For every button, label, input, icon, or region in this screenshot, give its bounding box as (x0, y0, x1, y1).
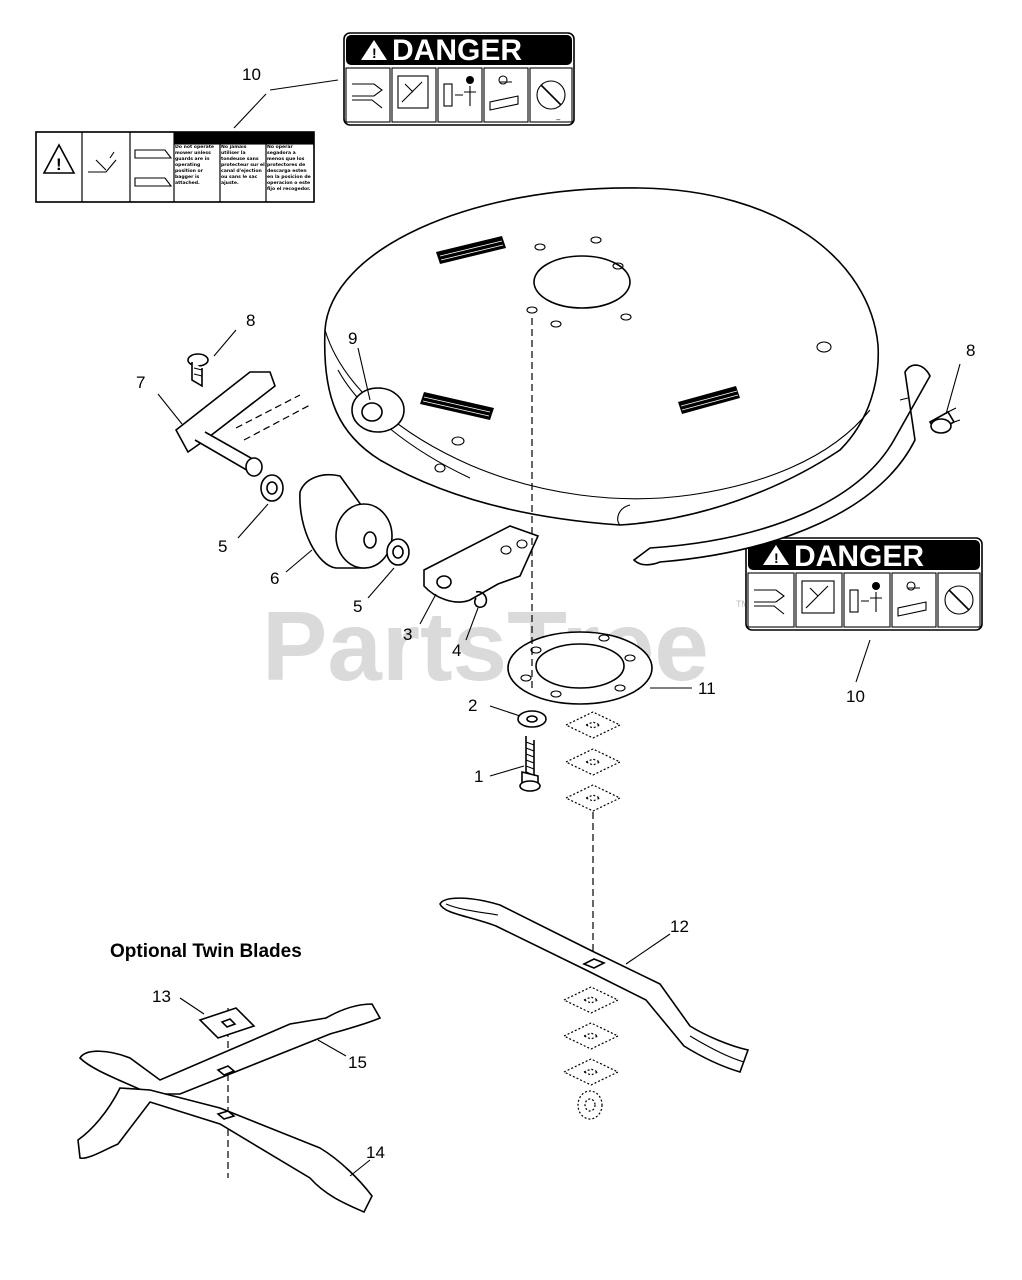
shield-guard-icon (352, 83, 383, 109)
callout-10-top: 10 (242, 65, 261, 84)
danger-title-right: DANGER (794, 540, 924, 573)
svg-text:!: ! (56, 155, 62, 174)
hub-washer (517, 710, 547, 728)
svg-text:—: — (556, 118, 561, 123)
mower-guard-icon (134, 149, 173, 187)
callout-12: 12 (670, 917, 689, 936)
callout-5-right: 5 (353, 597, 362, 616)
distance-person-icon (443, 83, 453, 107)
twin-blade-spacer (198, 1007, 256, 1039)
manual-key-icon (489, 81, 519, 111)
callout-5-left: 5 (218, 537, 227, 556)
svg-text:!: ! (774, 550, 779, 566)
danger-decal-right: ! DANGER (745, 537, 983, 631)
callout-2: 2 (468, 696, 477, 715)
watermark-tm: TM (736, 599, 749, 609)
grip-strip (436, 236, 506, 264)
roller (299, 474, 393, 569)
leader-lines (157, 79, 961, 1177)
svg-text:!: ! (372, 45, 377, 61)
danger-decal-top: ! DANGER — (343, 32, 575, 126)
grip-strip (420, 392, 494, 420)
spindle-hole (533, 255, 631, 309)
section-title: Optional Twin Blades (110, 941, 302, 962)
grip-strip (678, 386, 740, 414)
pictogram-row-top: — (345, 67, 573, 123)
blade-bolt (519, 736, 541, 792)
adapter-plate (507, 631, 653, 705)
callout-8-left: 8 (246, 311, 255, 330)
callout-6: 6 (270, 569, 279, 588)
mounting-bracket (174, 371, 311, 477)
blade-hazard-icon (801, 580, 835, 614)
bolt-right (928, 407, 961, 434)
callout-9: 9 (348, 329, 357, 348)
callout-15: 15 (348, 1053, 367, 1072)
warning-decal-left: ! Do not operate mower unless guards are… (35, 131, 315, 203)
warning-triangle-icon (763, 545, 789, 565)
no-hands-icon (944, 585, 974, 615)
flat-washer (386, 538, 410, 566)
bolt-left (187, 353, 209, 388)
callout-8-right: 8 (966, 341, 975, 360)
support-bracket (423, 525, 540, 603)
callout-10-right: 10 (846, 687, 865, 706)
warning-text-spanish: No operar segadora a menos que los prote… (267, 145, 311, 192)
callout-13: 13 (152, 987, 171, 1006)
blade-hazard-icon (397, 75, 429, 109)
twin-blade-lower (77, 1087, 373, 1214)
blade-contact-icon (88, 151, 117, 173)
flat-washer (260, 474, 284, 502)
shield-guard-icon (754, 589, 785, 615)
spacer-stack-upper (564, 711, 622, 812)
manual-key-icon (897, 587, 927, 617)
warning-text-english: Do not operate mower unless guards are i… (175, 145, 215, 186)
spacer-stack-lower (562, 986, 620, 1120)
callout-11: 11 (698, 679, 716, 698)
warning-triangle-icon (42, 143, 76, 174)
mower-blade (439, 897, 750, 1073)
callout-4: 4 (452, 641, 461, 660)
hairpin-clip (473, 590, 488, 609)
distance-person-icon (849, 589, 859, 613)
warning-triangle-icon (361, 40, 387, 60)
callout-7: 7 (136, 373, 145, 392)
no-hands-icon (536, 80, 566, 110)
callout-3: 3 (403, 625, 412, 644)
callout-1: 1 (474, 767, 483, 786)
twin-blade-upper (78, 1003, 382, 1095)
side-skid (632, 364, 931, 566)
mower-deck-housing (323, 187, 880, 526)
danger-title-top: DANGER (392, 34, 522, 67)
callout-14: 14 (366, 1143, 385, 1162)
warning-text-french: No jamais utiliser la tondeuse sans prot… (221, 145, 265, 186)
